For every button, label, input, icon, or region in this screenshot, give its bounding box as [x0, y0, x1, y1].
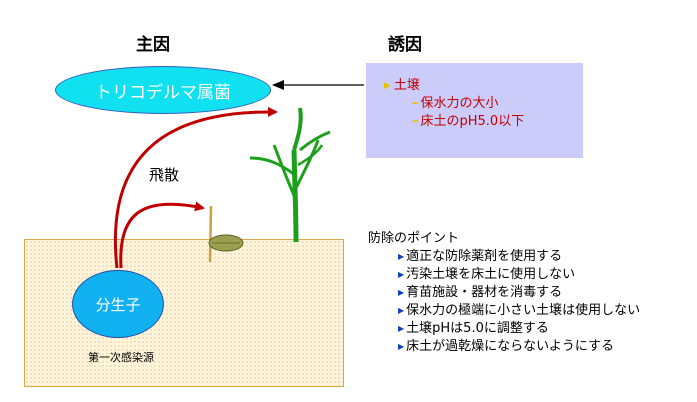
spore-label: 分生子 [95, 295, 141, 314]
list-item: ▶汚染土壌を床土に使用しない [398, 266, 640, 284]
prevention-list: ▶適正な防除薬剤を使用する ▶汚染土壌を床土に使用しない ▶育苗施設・器材を消毒… [368, 248, 640, 356]
triangle-bullet-icon: ▶ [398, 252, 405, 261]
triangle-bullet-icon: ▶ [398, 342, 405, 351]
list-item: ▶土壌pHは5.0に調整する [398, 320, 640, 338]
dispersal-arrow-short [119, 201, 205, 269]
pathogen-ellipse: トリコデルマ属菌 [55, 66, 271, 114]
factor-main: ▶ 土壌 [384, 77, 583, 95]
plant-icon [249, 107, 331, 243]
prevention-item-label: 土壌pHは5.0に調整する [406, 321, 549, 336]
prevention-item-label: 育苗施設・器材を消毒する [406, 285, 563, 300]
primary-cause-heading: 主因 [136, 35, 170, 55]
factor-main-label: 土壌 [393, 78, 420, 93]
list-item: ▶保水力の極端に小さい土壌は使用しない [398, 302, 640, 320]
triangle-bullet-icon: ▶ [398, 288, 405, 297]
inducing-factors-box: ▶ 土壌 – 保水力の大小 – 床土のpH5.0以下 [366, 63, 583, 158]
prevention-item-label: 汚染土壌を床土に使用しない [406, 267, 576, 282]
dash-bullet-icon: – [412, 114, 419, 129]
dispersal-label: 飛散 [149, 166, 180, 184]
prevention-item-label: 床土が過乾燥にならないようにする [406, 339, 615, 354]
prevention-points: 防除のポイント ▶適正な防除薬剤を使用する ▶汚染土壌を床土に使用しない ▶育苗… [368, 230, 640, 356]
factor-item-label: 床土のpH5.0以下 [420, 114, 525, 129]
triangle-bullet-icon: ▶ [398, 270, 405, 279]
prevention-item-label: 保水力の極端に小さい土壌は使用しない [406, 303, 641, 318]
list-item: ▶育苗施設・器材を消毒する [398, 284, 640, 302]
inducing-cause-heading: 誘因 [388, 35, 422, 55]
factor-item: – 保水力の大小 [384, 95, 583, 113]
pathogen-label: トリコデルマ属菌 [95, 82, 231, 103]
list-item: ▶適正な防除薬剤を使用する [398, 248, 640, 266]
list-item: ▶床土が過乾燥にならないようにする [398, 338, 640, 356]
primary-infection-source-label: 第一次感染源 [88, 351, 154, 364]
dispersal-arrow-long [113, 106, 278, 269]
factor-item-label: 保水力の大小 [420, 96, 499, 111]
factor-item: – 床土のpH5.0以下 [384, 113, 583, 131]
triangle-bullet-icon: ▶ [398, 324, 405, 333]
spore-circle: 分生子 [72, 270, 164, 338]
prevention-title: 防除のポイント [368, 231, 460, 246]
dash-bullet-icon: – [412, 96, 419, 111]
seed-icon [208, 205, 244, 263]
triangle-bullet-icon: ▶ [398, 306, 405, 315]
triangle-bullet-icon: ▶ [384, 81, 391, 91]
prevention-item-label: 適正な防除薬剤を使用する [406, 249, 563, 264]
